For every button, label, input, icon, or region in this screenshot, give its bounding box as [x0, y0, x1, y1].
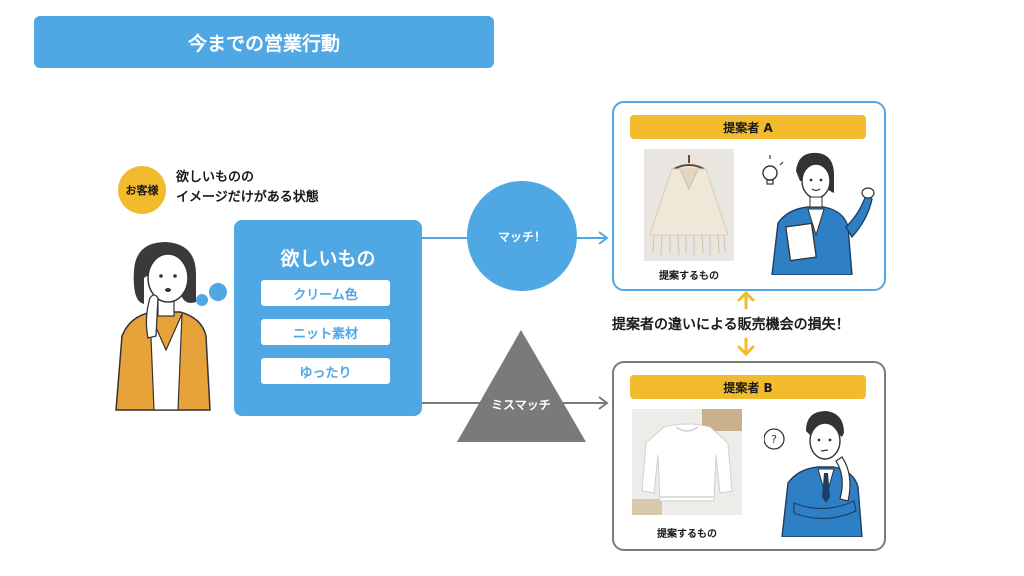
knit-poncho-image [644, 149, 734, 261]
lightbulb-icon [760, 155, 784, 185]
match-arrowhead [598, 231, 609, 245]
question-bubble-icon: ? [764, 428, 785, 450]
want-item-cream: クリーム色 [261, 280, 390, 306]
page-title: 今までの営業行動 [34, 16, 494, 68]
proposer-b-header: 提案者 B [630, 375, 866, 399]
match-circle: マッチ！ [467, 181, 577, 291]
want-item-loose: ゆったり [261, 358, 390, 384]
wants-title: 欲しいもの [280, 248, 376, 270]
customer-description: 欲しいものの イメージだけがある状態 [176, 168, 319, 208]
wants-box: 欲しいもの クリーム色 ニット素材 ゆったり [234, 220, 422, 416]
opportunity-loss-text: 提案者の違いによる販売機会の損失！ [612, 317, 850, 333]
proposer-b-caption: 提案するもの [657, 529, 717, 540]
proposer-a-header: 提案者 A [630, 115, 866, 139]
sweatshirt-image [632, 409, 742, 515]
customer-illustration [115, 242, 227, 411]
proposer-a-illustration [760, 152, 875, 275]
proposer-a-panel: 提案者 A 提案するもの [612, 101, 886, 291]
proposer-b-panel: 提案者 B 提案するもの ? [612, 361, 886, 551]
mismatch-label: ミスマッチ [491, 398, 551, 412]
mismatch-arrowhead [598, 396, 609, 410]
mismatch-triangle [457, 330, 586, 442]
want-item-knit: ニット素材 [261, 319, 390, 345]
comparison-double-arrow [737, 290, 755, 357]
customer-desc-line2: イメージだけがある状態 [176, 190, 319, 205]
customer-desc-line1: 欲しいものの [176, 170, 255, 185]
proposer-b-illustration: ? [764, 411, 863, 537]
customer-badge: お客様 [118, 166, 166, 214]
proposer-a-caption: 提案するもの [659, 271, 719, 282]
svg-text:?: ? [771, 433, 777, 446]
